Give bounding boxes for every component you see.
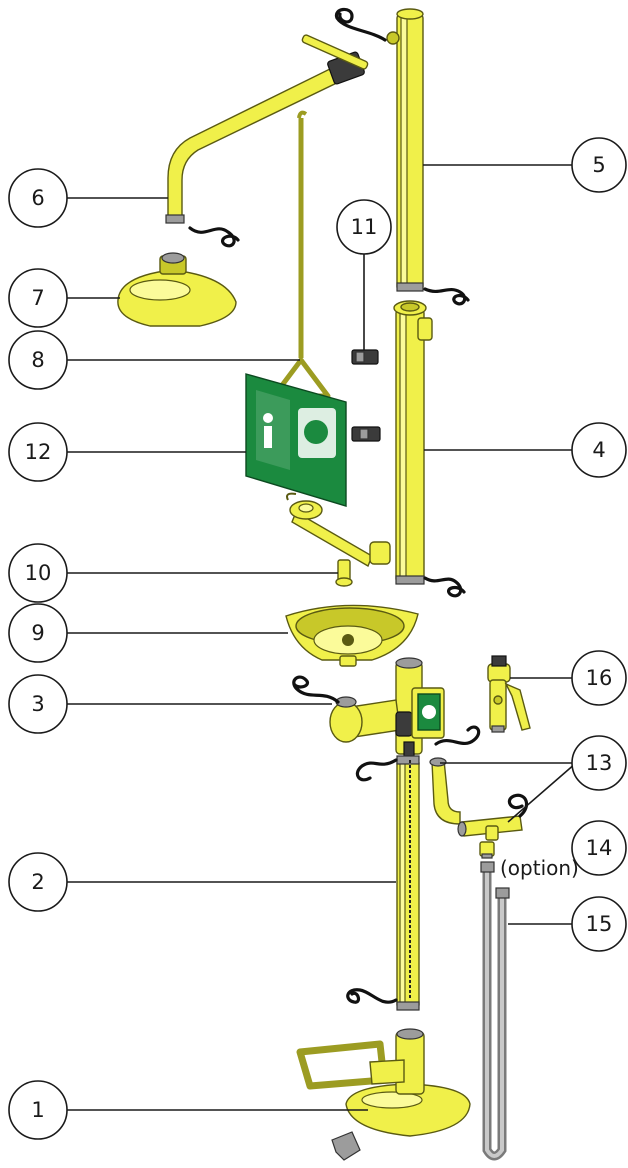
pipe-bracket-upper (351, 349, 379, 365)
cord-arm (188, 226, 240, 248)
callout-7-label: 7 (31, 286, 44, 310)
callout-5: 5 (571, 137, 627, 193)
callout-9-label: 9 (31, 621, 44, 645)
callout-3-label: 3 (31, 692, 44, 716)
pull-rod (271, 110, 331, 399)
callout-1-label: 1 (31, 1098, 44, 1122)
callout-14: 14 (571, 820, 627, 876)
shower-head (117, 252, 237, 327)
eyewash-spray-assembly (286, 492, 391, 587)
callout-15-label: 15 (586, 912, 613, 936)
callout-11: 11 (336, 199, 392, 255)
pipe-bracket-lower (351, 426, 381, 442)
safety-sign (245, 373, 347, 507)
callout-9: 9 (8, 603, 68, 663)
callout-16-label: 16 (586, 666, 613, 690)
callout-1: 1 (8, 1080, 68, 1140)
cord-top (334, 7, 387, 42)
cord-pipe4 (423, 576, 466, 598)
callout-10: 10 (8, 543, 68, 603)
elbow-fitting-upper (429, 757, 461, 825)
callout-13: 13 (571, 735, 627, 791)
callout-6: 6 (8, 168, 68, 228)
callout-10-label: 10 (25, 561, 52, 585)
upper-vertical-pipe (386, 8, 424, 292)
lower-vertical-pipe (393, 300, 433, 585)
callout-4-label: 4 (592, 438, 605, 462)
foot-pedal-base (296, 1028, 471, 1161)
cord-pipe2-top (355, 758, 398, 782)
eyewash-bowl (285, 604, 419, 667)
leader-13b (507, 762, 577, 823)
flexible-hose (480, 861, 510, 1161)
elbow-fitting-lower (457, 815, 523, 841)
callout-16: 16 (571, 650, 627, 706)
long-vertical-pipe (396, 755, 420, 1011)
callout-7: 7 (8, 268, 68, 328)
callout-3: 3 (8, 674, 68, 734)
cord-pipe2-bottom (346, 988, 398, 1004)
callout-2: 2 (8, 852, 68, 912)
callout-14-label: 14 (586, 836, 613, 860)
valve-body (329, 657, 445, 757)
callout-4: 4 (571, 422, 627, 478)
leader-lines (67, 164, 577, 1111)
callout-15: 15 (571, 896, 627, 952)
callout-13-label: 13 (586, 751, 613, 775)
shower-arm (165, 34, 369, 224)
hose-connector (479, 841, 495, 859)
callout-11-label: 11 (351, 215, 378, 239)
cord-valve-right (434, 725, 481, 746)
callout-8-label: 8 (31, 348, 44, 372)
callout-5-label: 5 (592, 153, 605, 177)
callout-8: 8 (8, 330, 68, 390)
option-note: (option) (500, 856, 579, 880)
alternative-valve (487, 655, 531, 733)
cord-pipe5 (423, 287, 470, 306)
callout-12: 12 (8, 422, 68, 482)
cord-valve (292, 675, 340, 704)
callout-6-label: 6 (31, 186, 44, 210)
callout-2-label: 2 (31, 870, 44, 894)
callout-12-label: 12 (25, 440, 52, 464)
